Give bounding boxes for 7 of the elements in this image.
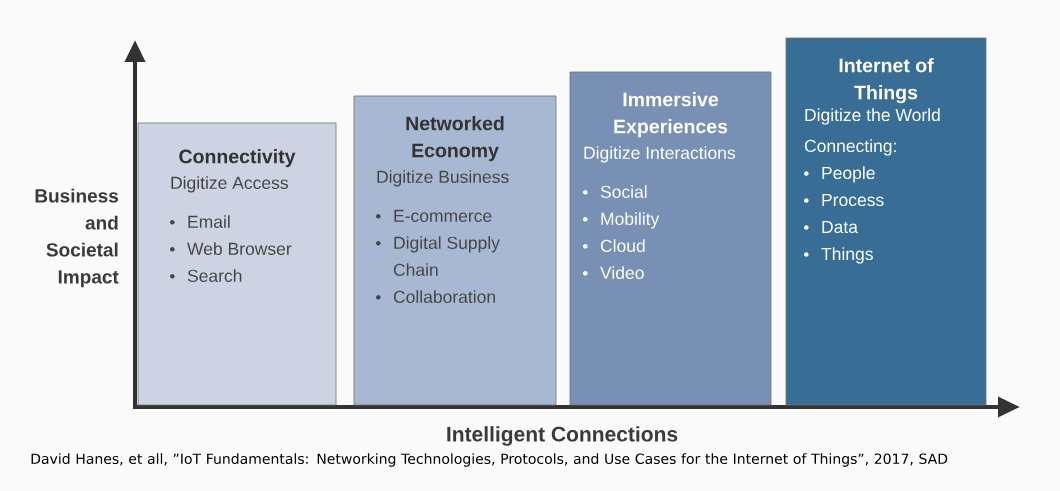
stage-box: Internet of Things Digitize the World Connecting: People Process Data Things — [785, 37, 987, 406]
axis-label: Business and Societal Impact — [35, 188, 119, 288]
caption: David Hanes, et all, ”IoT Fundamentals: Networking Technologies, Protocols, and Use Cases for the Internet of Things”, 2017, SAD — [31, 453, 948, 467]
stage-box: Immersive Experiences Digitize Interactions Social Mobility Cloud Video — [569, 71, 772, 406]
axis-label: Intelligent Connections — [447, 426, 678, 446]
stage-box: Connectivity Digitize Access Email Web Browser Search — [137, 122, 337, 406]
stage-box: Networked Economy Digitize Business E-commerce Digital Supply Chain Collaboration — [353, 95, 557, 406]
